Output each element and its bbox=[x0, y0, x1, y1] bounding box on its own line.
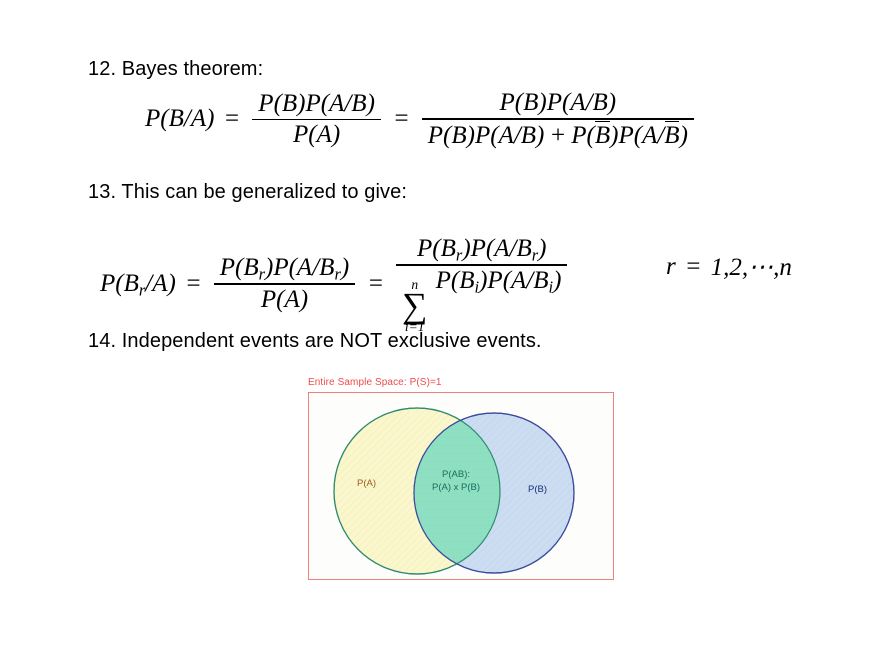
general-lhs: P(Br/A) bbox=[100, 269, 176, 300]
equation-index-range: r = 1,2,⋯,n bbox=[666, 252, 792, 282]
range-values: 1,2,⋯,n bbox=[710, 254, 792, 282]
general-equals-2: = bbox=[367, 269, 385, 297]
general-equals-1: = bbox=[184, 269, 202, 297]
term-pbbar: P(B)P(A/B) bbox=[571, 120, 688, 149]
general-right-denominator: n ∑ i=1 P(Bi)P(A/Bi) bbox=[396, 266, 567, 334]
general-middle-denominator: P(A) bbox=[260, 285, 309, 313]
sigma-icon: ∑ bbox=[402, 285, 428, 326]
bullet-line-13: 13. This can be generalized to give: bbox=[88, 181, 407, 203]
term-pb: P(B)P(A/B) bbox=[427, 121, 545, 149]
fraction-bar bbox=[213, 283, 356, 285]
bayes-equals-2: = bbox=[392, 105, 410, 133]
bayes-equals-1: = bbox=[223, 105, 241, 133]
venn-intersection-ab bbox=[414, 413, 500, 573]
summation-operator: n ∑ i=1 bbox=[402, 278, 427, 334]
general-middle-fraction: P(Br)P(A/Br) P(A) bbox=[213, 253, 356, 315]
summation-lower-limit: i=1 bbox=[404, 319, 425, 335]
equation-bayes-theorem: P(B/A) = P(B)P(A/B) P(A) = P(B)P(A/B) P(… bbox=[145, 88, 697, 151]
range-equals: = bbox=[684, 253, 702, 281]
subscript-r: r bbox=[138, 280, 146, 300]
venn-label-p-ab: P(AB): P(A) x P(B) bbox=[432, 469, 480, 495]
bullet-line-14: 14. Independent events are NOT exclusive… bbox=[88, 330, 542, 352]
bayes-right-fraction: P(B)P(A/B) P(B)P(A/B)+P(B)P(A/B) bbox=[421, 88, 694, 151]
bullet-line-12: 12. Bayes theorem: bbox=[88, 58, 264, 80]
bayes-middle-numerator: P(B)P(A/B) bbox=[258, 89, 375, 117]
fraction-bar bbox=[396, 264, 568, 266]
fraction-bar bbox=[252, 118, 381, 121]
summand: P(Bi)P(A/Bi) bbox=[435, 266, 562, 297]
general-middle-numerator: P(Br)P(A/Br) bbox=[219, 254, 350, 284]
bayes-middle-denominator: P(A) bbox=[293, 121, 341, 149]
venn-diagram-figure: Entire Sample Space: P(S)=1 bbox=[305, 377, 615, 607]
range-variable: r bbox=[666, 253, 676, 281]
fraction-bar bbox=[421, 118, 694, 120]
summation-upper-limit: n bbox=[411, 276, 419, 292]
bayes-middle-fraction: P(B)P(A/B) P(A) bbox=[252, 89, 381, 151]
venn-label-p-b: P(B) bbox=[528, 484, 547, 495]
venn-label-p-a: P(A) bbox=[357, 478, 376, 489]
venn-label-p-ab-line2: P(A) x P(B) bbox=[432, 481, 481, 493]
general-right-fraction: P(Br)P(A/Br) n ∑ i=1 P(Bi)P(A/Bi) bbox=[396, 234, 568, 334]
bayes-right-denominator: P(B)P(A/B)+P(B)P(A/B) bbox=[422, 120, 694, 151]
venn-caption-sample-space: Entire Sample Space: P(S)=1 bbox=[308, 377, 442, 388]
equation-generalized-bayes: P(Br/A) = P(Br)P(A/Br) P(A) = P(Br)P(A/B… bbox=[100, 234, 570, 334]
plus-operator: + bbox=[549, 121, 567, 149]
venn-circles-svg bbox=[333, 407, 575, 575]
bayes-right-numerator: P(B)P(A/B) bbox=[499, 89, 617, 116]
venn-label-p-ab-line1: P(AB): bbox=[442, 469, 470, 480]
general-right-numerator: P(Br)P(A/Br) bbox=[417, 235, 547, 265]
bayes-lhs: P(B/A) bbox=[145, 105, 215, 133]
